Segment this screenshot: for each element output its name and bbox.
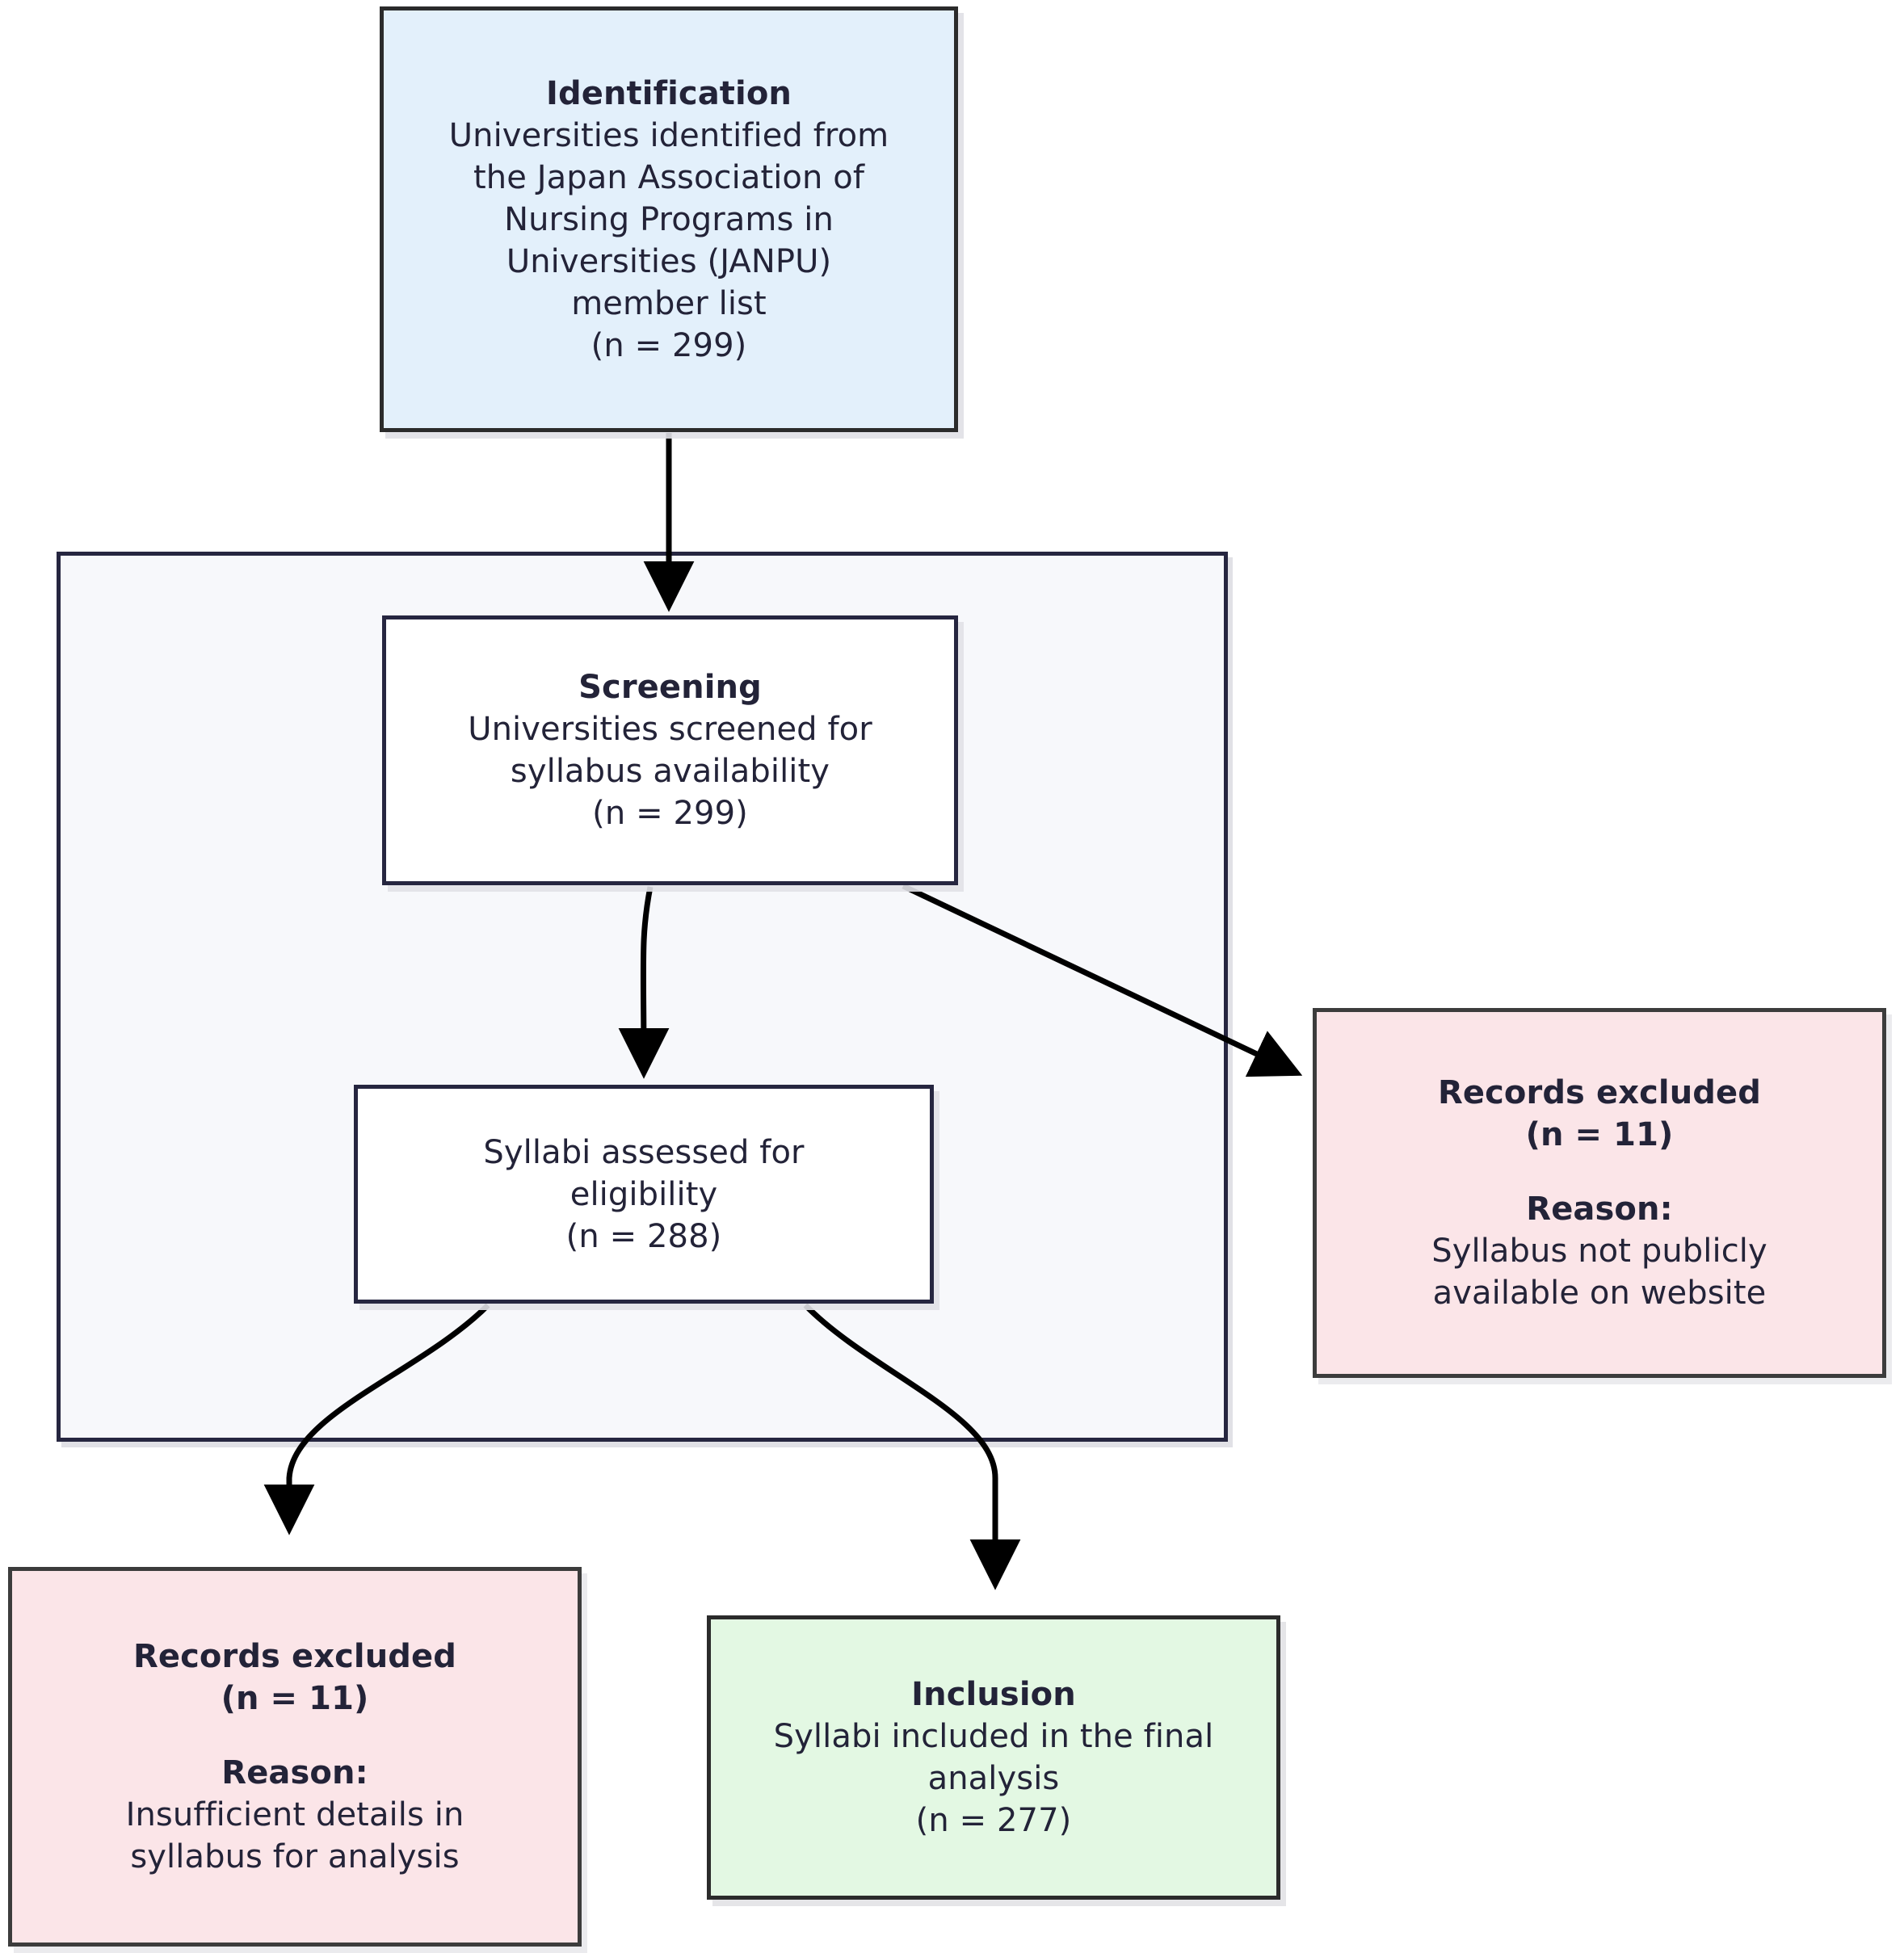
identification-line-2: the Japan Association of: [473, 158, 865, 196]
excluded-screening-reason-line-2: available on website: [1432, 1275, 1767, 1312]
node-records-excluded-screening[interactable]: Records excluded (n = 11) Reason: Syllab…: [1313, 1008, 1886, 1378]
screening-line-2: syllabus availability: [510, 753, 830, 790]
eligibility-line-1: Syllabi assessed for: [483, 1133, 805, 1171]
node-inclusion[interactable]: Inclusion Syllabi included in the final …: [707, 1615, 1280, 1900]
eligibility-count: (n = 288): [565, 1217, 722, 1255]
identification-line-1: Universities identified from: [448, 116, 889, 154]
identification-stage-label: Identification: [546, 74, 792, 112]
excluded-eligibility-reason-line-2: syllabus for analysis: [130, 1838, 460, 1875]
excluded-eligibility-reason-line-1: Insufficient details in: [125, 1796, 464, 1833]
excluded-eligibility-reason-label: Reason:: [221, 1754, 368, 1791]
node-eligibility[interactable]: Syllabi assessed for eligibility (n = 28…: [354, 1085, 934, 1304]
excluded-eligibility-count: (n = 11): [221, 1680, 369, 1717]
node-screening[interactable]: Screening Universities screened for syll…: [382, 615, 958, 885]
screening-stage-label: Screening: [578, 669, 762, 706]
eligibility-line-2: eligibility: [570, 1175, 718, 1213]
node-identification[interactable]: Identification Universities identified f…: [380, 6, 958, 432]
identification-line-5: member list: [571, 284, 767, 322]
identification-line-4: Universities (JANPU): [506, 242, 832, 280]
identification-count: (n = 299): [591, 326, 747, 364]
excluded-screening-title: Records excluded: [1437, 1074, 1762, 1111]
excluded-eligibility-spacer: [12, 1720, 578, 1752]
inclusion-line-2: analysis: [927, 1760, 1060, 1797]
inclusion-line-1: Syllabi included in the final: [773, 1718, 1214, 1755]
excluded-screening-spacer: [1317, 1156, 1882, 1188]
inclusion-stage-label: Inclusion: [911, 1676, 1076, 1713]
identification-line-3: Nursing Programs in: [504, 200, 834, 238]
excluded-screening-count: (n = 11): [1525, 1116, 1674, 1153]
inclusion-count: (n = 277): [915, 1802, 1072, 1839]
screening-count: (n = 299): [592, 795, 748, 832]
node-records-excluded-eligibility[interactable]: Records excluded (n = 11) Reason: Insuff…: [8, 1567, 582, 1947]
screening-line-1: Universities screened for: [468, 711, 872, 748]
excluded-screening-reason-line-1: Syllabus not publicly: [1431, 1233, 1767, 1270]
excluded-screening-reason-label: Reason:: [1526, 1191, 1673, 1228]
excluded-eligibility-title: Records excluded: [132, 1638, 457, 1675]
